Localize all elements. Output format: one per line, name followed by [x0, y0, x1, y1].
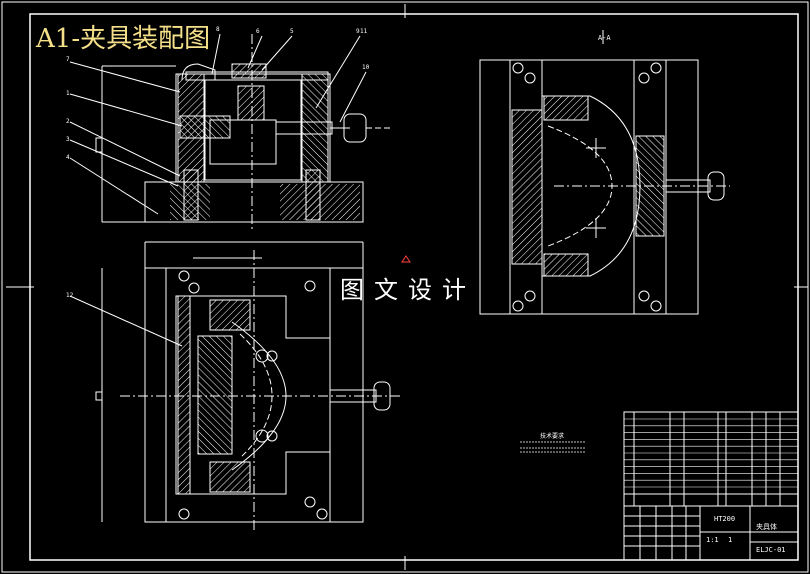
title-block [623, 411, 799, 561]
balloon-2: 2 [66, 118, 70, 125]
balloon-10: 10 [362, 64, 370, 71]
balloon-11: 11 [360, 28, 368, 35]
watermark-text: 图文设计 [340, 276, 476, 304]
drawing-number: ELJC-01 [756, 546, 786, 554]
balloon-12: 12 [66, 292, 74, 299]
view-label: A-A [598, 34, 611, 42]
technical-notes [520, 441, 585, 453]
balloon-5: 5 [290, 28, 294, 35]
side-view [479, 30, 730, 315]
material: HT200 [714, 515, 736, 523]
tech-note-title: 技术要求 [540, 433, 565, 440]
drawing-title: A1-夹具装配图 [36, 24, 211, 54]
part-name: 夹具体 [756, 523, 777, 531]
quantity: 1 [728, 536, 733, 544]
front-section-view [69, 33, 390, 230]
balloon-1: 1 [66, 90, 70, 97]
origin-marker [401, 255, 411, 263]
balloon-3: 3 [66, 136, 70, 143]
balloon-9: 9 [356, 28, 360, 35]
scale: 1:1 [706, 536, 719, 544]
balloon-7: 7 [66, 56, 70, 63]
top-view [69, 241, 400, 530]
parts-list-rows [624, 418, 798, 495]
balloon-8: 8 [216, 26, 220, 33]
balloon-4: 4 [66, 154, 70, 161]
balloon-6: 6 [256, 28, 260, 35]
